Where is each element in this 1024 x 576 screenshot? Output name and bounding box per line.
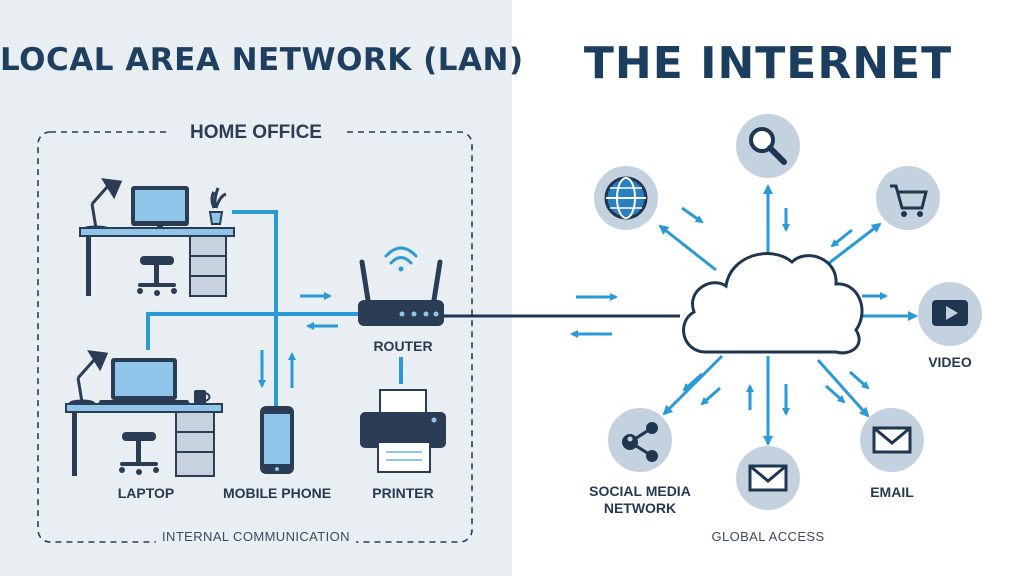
plant-icon [208, 187, 227, 225]
cloud-icon [682, 252, 864, 355]
desk-leg [72, 412, 77, 476]
link-cloud-shopping [819, 222, 882, 272]
traffic-arrows [681, 206, 888, 416]
laptop-workstation [65, 350, 223, 477]
desktop-to-phone-link [232, 210, 278, 406]
social-media-label-line2: NETWORK [603, 500, 677, 516]
search-icon [736, 114, 800, 178]
router-icon [358, 246, 444, 326]
laptop-label: LAPTOP [117, 485, 175, 501]
lan-title: LOCAL AREA NETWORK (LAN) [0, 42, 524, 78]
internal-communication-label: INTERNAL COMMUNICATION [156, 529, 356, 544]
social-media-label-line1: SOCIAL MEDIA [589, 483, 691, 499]
social-network-icon [608, 408, 672, 472]
desk-top [65, 403, 223, 413]
home-office-label: HOME OFFICE [168, 122, 344, 144]
link-cloud-email [816, 359, 870, 418]
desk-leg [86, 236, 91, 296]
global-access-label: GLOBAL ACCESS [711, 529, 825, 544]
lan-direction-arrows [258, 292, 338, 388]
desk-drawers [189, 235, 227, 297]
coffee-mug-icon [194, 390, 211, 404]
laptop-icon [96, 358, 192, 408]
video-label: VIDEO [928, 354, 972, 370]
desk-lamp-icon [68, 350, 109, 409]
laptop-to-router-link [146, 312, 360, 350]
link-cloud-social [662, 354, 724, 416]
desk-lamp-icon [81, 178, 123, 235]
email-envelope-icon [860, 408, 924, 472]
printer-icon [360, 389, 446, 473]
link-cloud-globe [658, 224, 717, 272]
office-chair-icon [119, 432, 159, 475]
desktop-monitor-icon [131, 186, 189, 234]
desktop-workstation [79, 178, 235, 297]
mail-envelope-icon [736, 446, 800, 510]
email-label: EMAIL [870, 484, 914, 500]
router-label: ROUTER [373, 338, 433, 354]
mobile-phone-label: MOBILE PHONE [222, 485, 332, 501]
globe-icon [594, 166, 658, 230]
wan-direction-arrows [570, 293, 618, 338]
desk-drawers [175, 411, 215, 477]
video-play-icon [918, 282, 982, 346]
printer-label: PRINTER [372, 485, 434, 501]
shopping-cart-icon [876, 166, 940, 230]
lan-panel-background [0, 0, 512, 576]
desk-top [79, 227, 235, 237]
lan-connections [146, 210, 403, 406]
wifi-icon [384, 246, 418, 272]
mobile-phone-icon [260, 406, 294, 474]
internet-title: THE INTERNET [583, 38, 953, 89]
office-chair-icon [137, 256, 177, 296]
